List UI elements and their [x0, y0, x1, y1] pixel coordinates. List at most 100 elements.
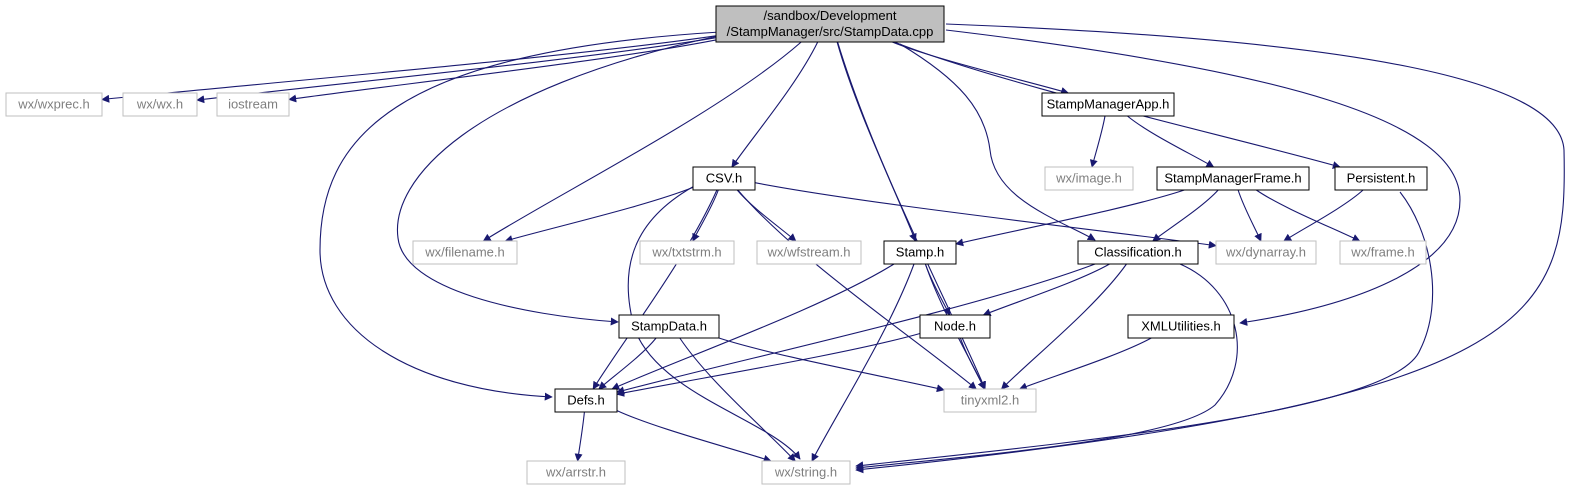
node-box: [1127, 314, 1235, 339]
node-box: [692, 166, 756, 191]
edge-frame-to-classif: [1152, 189, 1219, 242]
node-wxstring[interactable]: wx/string.h: [761, 460, 851, 485]
edge-defs-to-arrstr: [574, 411, 585, 462]
edge-classif-to-node: [982, 263, 1110, 317]
node-box: [943, 388, 1037, 413]
edge-root-to-filename: [482, 41, 802, 242]
node-label: wx/wx.h: [136, 97, 183, 112]
node-box: [526, 460, 626, 485]
edge-persist-to-wxstring: [855, 191, 1434, 470]
node-label: wx/arrstr.h: [545, 465, 606, 480]
node-box: [1044, 166, 1134, 191]
edge-stampdata-to-wxstring: [679, 337, 796, 462]
node-label: /sandbox/Development: [764, 8, 897, 23]
node-arrstr[interactable]: wx/arrstr.h: [526, 460, 626, 485]
node-label: StampManagerApp.h: [1047, 97, 1170, 112]
node-wxframe[interactable]: wx/frame.h: [1339, 240, 1427, 265]
node-label: Defs.h: [567, 393, 605, 408]
edge-app-to-wximage: [1089, 115, 1106, 168]
node-box: [883, 240, 957, 265]
node-label: StampManagerFrame.h: [1164, 171, 1301, 186]
edge-root-to-tinyxml: [837, 41, 986, 390]
edge-stamp-to-node: [924, 263, 951, 316]
edge-csv-to-txtstrm: [692, 189, 719, 242]
edge-classif-to-defs: [616, 263, 1096, 395]
edge-root-to-iostream: [288, 39, 717, 103]
edge-frame-to-stamp: [955, 189, 1185, 247]
edge-csv-to-dynarray: [754, 182, 1217, 249]
node-box: [756, 240, 862, 265]
node-app[interactable]: StampManagerApp.h: [1041, 92, 1175, 117]
node-label: Classification.h: [1094, 245, 1181, 260]
node-persist[interactable]: Persistent.h: [1334, 166, 1428, 191]
edge-stamp-to-wxstring: [811, 263, 915, 462]
node-iostream[interactable]: iostream: [216, 92, 290, 117]
edge-csv-to-tinyxml: [737, 189, 977, 390]
node-label: wx/dynarray.h: [1225, 245, 1306, 260]
edge-root-to-stampdata: [396, 35, 719, 326]
node-wxprec[interactable]: wx/wxprec.h: [5, 92, 103, 117]
node-stamp[interactable]: Stamp.h: [883, 240, 957, 265]
edge-defs-to-wxstring: [616, 410, 772, 463]
node-box: [554, 388, 618, 413]
node-box: [1077, 240, 1199, 265]
node-label: wx/wfstream.h: [766, 245, 850, 260]
node-box: [1339, 240, 1427, 265]
edge-root-to-defs: [319, 31, 721, 401]
node-box: [122, 92, 198, 117]
node-label: Stamp.h: [896, 245, 944, 260]
nodes-layer: /sandbox/Development/StampManager/src/St…: [5, 5, 1428, 485]
node-label: Persistent.h: [1347, 171, 1416, 186]
node-wximage[interactable]: wx/image.h: [1044, 166, 1134, 191]
edges-layer: [101, 23, 1565, 474]
edge-root-to-wxprec: [101, 35, 717, 103]
node-frame[interactable]: StampManagerFrame.h: [1156, 166, 1310, 191]
node-label: Node.h: [934, 319, 976, 334]
node-label: wx/filename.h: [424, 245, 504, 260]
node-box: [1156, 166, 1310, 191]
node-tinyxml[interactable]: tinyxml2.h: [943, 388, 1037, 413]
node-label: wx/string.h: [774, 465, 837, 480]
node-box: [761, 460, 851, 485]
node-label: wx/frame.h: [1350, 245, 1415, 260]
edge-xmlutil-to-tinyxml: [1018, 337, 1152, 391]
node-label: XMLUtilities.h: [1141, 319, 1220, 334]
node-box: [412, 240, 518, 265]
edge-root-to-wxwx: [196, 37, 717, 104]
edge-root-to-xmlutil: [945, 29, 1461, 326]
node-classif[interactable]: Classification.h: [1077, 240, 1199, 265]
node-wxwx[interactable]: wx/wx.h: [122, 92, 198, 117]
edge-root-to-csv: [731, 41, 819, 168]
node-xmlutil[interactable]: XMLUtilities.h: [1127, 314, 1235, 339]
node-box: [1215, 240, 1317, 265]
node-node[interactable]: Node.h: [919, 314, 991, 339]
node-label: /StampManager/src/StampData.cpp: [727, 24, 934, 39]
node-label: StampData.h: [631, 319, 707, 334]
node-defs[interactable]: Defs.h: [554, 388, 618, 413]
node-label: CSV.h: [706, 171, 742, 186]
edge-frame-to-dynarray: [1237, 189, 1262, 242]
edge-persist-to-dynarray: [1283, 189, 1364, 242]
node-box: [1041, 92, 1175, 117]
node-stampdata[interactable]: StampData.h: [618, 314, 720, 339]
node-box: [5, 92, 103, 117]
node-label: wx/image.h: [1055, 171, 1122, 186]
node-box: [618, 314, 720, 339]
node-root[interactable]: /sandbox/Development/StampManager/src/St…: [715, 5, 945, 43]
node-filename[interactable]: wx/filename.h: [412, 240, 518, 265]
edge-stampdata-to-tinyxml: [718, 337, 945, 393]
edge-frame-to-wxframe: [1255, 189, 1361, 242]
node-wfstream[interactable]: wx/wfstream.h: [756, 240, 862, 265]
node-txtstrm[interactable]: wx/txtstrm.h: [639, 240, 735, 265]
node-dynarray[interactable]: wx/dynarray.h: [1215, 240, 1317, 265]
node-box: [919, 314, 991, 339]
node-label: iostream: [228, 97, 278, 112]
node-label: wx/wxprec.h: [17, 97, 90, 112]
node-box: [715, 5, 945, 43]
edge-classif-to-wxstring: [855, 263, 1238, 472]
edge-csv-to-filename: [504, 186, 694, 243]
edge-classif-to-tinyxml: [1000, 263, 1127, 390]
edge-stamp-to-defs: [611, 263, 895, 390]
node-csv[interactable]: CSV.h: [692, 166, 756, 191]
